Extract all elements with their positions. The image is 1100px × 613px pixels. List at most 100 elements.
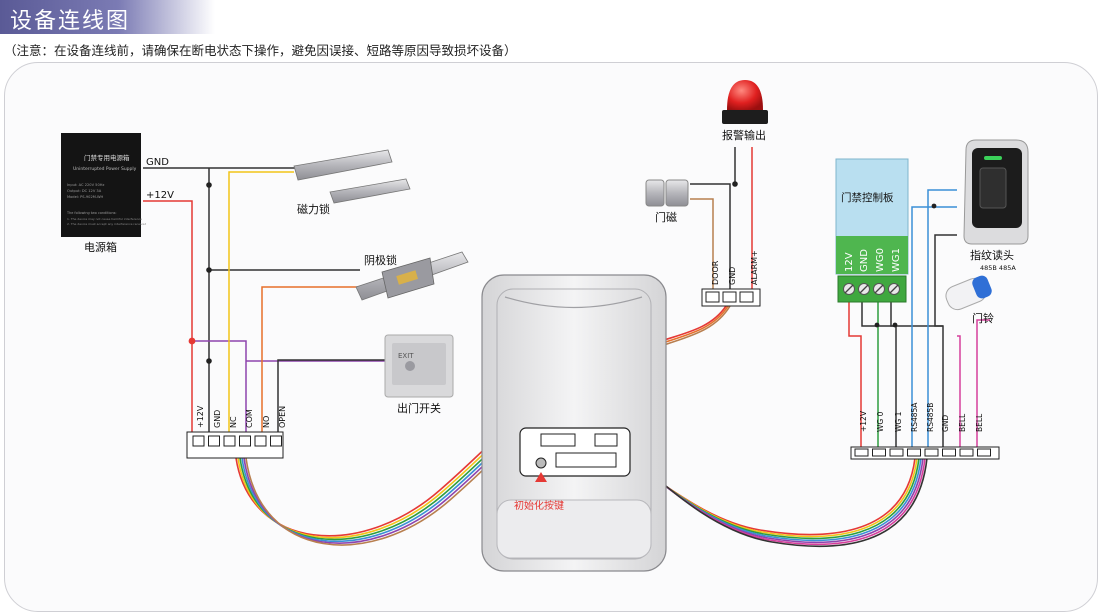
ctrl-term-wg0: WG0 xyxy=(875,248,886,272)
junction-dot xyxy=(931,203,937,209)
junction-dot xyxy=(188,337,196,345)
access-reader: 初始化按键 xyxy=(481,274,667,572)
strike-lock-latch xyxy=(396,270,419,285)
terminal-screw-slot xyxy=(844,284,854,294)
exit-button-face xyxy=(392,343,446,385)
doorbell: 门铃 xyxy=(945,275,994,325)
control-board-terminal-strip xyxy=(836,236,908,274)
mag-lock-label: 磁力锁 xyxy=(297,202,330,216)
wire-bell-b xyxy=(976,319,990,447)
warning-note: （注意：在设备连线前，请确保在断电状态下操作，避免因误接、短路等原因导致损坏设备… xyxy=(4,43,517,58)
wire-right-rs485b xyxy=(927,189,957,447)
connector-pin xyxy=(889,448,904,457)
strike-lock-label: 阴极锁 xyxy=(364,253,397,267)
door-sensor: 门磁 xyxy=(645,179,689,224)
conn-label-no: NO xyxy=(262,416,271,428)
connector-pin xyxy=(270,435,282,447)
ctrl-term-wg1: WG1 xyxy=(891,248,902,272)
alarm-dome xyxy=(727,80,763,110)
junction-dot xyxy=(206,267,212,273)
conn-label-com: COM xyxy=(245,409,254,428)
connector-pin xyxy=(722,291,737,303)
exit-button-circle xyxy=(405,361,415,371)
connector-left-pins xyxy=(192,435,282,447)
wire-right-gnd-ctrl xyxy=(861,302,944,447)
ctrl-term-gnd: GND xyxy=(859,249,870,272)
wire-bell-a xyxy=(957,335,961,447)
reader-inner xyxy=(496,288,652,560)
connector-left-block xyxy=(186,431,284,459)
terminal-screw-slot xyxy=(859,284,869,294)
conn-label-r-485a: RS485A xyxy=(910,402,919,432)
wire-nc-maglock xyxy=(228,171,294,432)
doorbell-label: 门铃 xyxy=(972,311,994,325)
connector-pin xyxy=(907,448,921,457)
wire-right-12v xyxy=(848,302,862,447)
connector-pin xyxy=(223,435,236,447)
conn-label-r-485b: RS485B xyxy=(926,403,935,432)
connector-pin xyxy=(942,448,956,457)
conn-label-r-bell1: BELL xyxy=(958,413,967,432)
wire-com-to-exit xyxy=(192,340,247,432)
connector-pin xyxy=(254,435,267,447)
conn-label-12v: +12V xyxy=(196,405,205,428)
reader-body xyxy=(481,274,667,572)
wire-open-exit xyxy=(277,359,390,432)
fingerprint-sensor xyxy=(979,167,1007,209)
connector-pin xyxy=(739,291,754,303)
conn-label-r-12v: +12V xyxy=(859,410,868,432)
fingerprint-led xyxy=(984,156,1002,160)
connector-pin xyxy=(705,291,720,303)
wire-no-strike xyxy=(261,286,362,432)
connector-pin xyxy=(872,448,886,457)
conn-label-alarm: ALARM+ xyxy=(750,250,759,285)
connector-pin xyxy=(959,448,974,457)
wire-door-sensor xyxy=(690,198,714,289)
reader-top-arc xyxy=(504,296,643,309)
junction-dots xyxy=(188,181,937,364)
connector-top-pins xyxy=(705,291,754,303)
conn-label-gnd: GND xyxy=(213,410,222,428)
mag-lock-plate xyxy=(329,178,411,204)
psu-spec: Input: AC 220V 50Hz xyxy=(67,183,104,187)
conn-label-door: DOOR xyxy=(711,260,720,285)
reset-key-arrow xyxy=(535,472,547,482)
wire-psu-12v xyxy=(143,200,193,432)
conn-label-r-wg0: WG 0 xyxy=(876,411,885,432)
junction-dot xyxy=(206,358,212,364)
connector-top-block xyxy=(701,288,761,307)
wire-right-gnd-fp xyxy=(934,234,957,327)
header-bar xyxy=(0,0,215,34)
magnetic-lock: 磁力锁 xyxy=(293,149,411,216)
ctrl-term-12v: 12V xyxy=(844,252,855,272)
psu-12v-label: +12V xyxy=(146,190,174,201)
right-connector-labels: +12V WG 0 WG 1 RS485A RS485B GND BELL BE… xyxy=(859,402,984,432)
terminal-screw-slot xyxy=(874,284,884,294)
junction-dot xyxy=(892,322,898,328)
reader-port-a xyxy=(540,433,576,447)
conn-label-r-wg1: WG 1 xyxy=(894,411,903,432)
fingerprint-reader: 指纹读头 485B 485A xyxy=(963,139,1029,272)
conn-label-top-gnd: GND xyxy=(728,267,737,285)
conn-label-r-gnd: GND xyxy=(941,415,950,432)
junction-dot xyxy=(732,181,738,187)
alarm: 报警输出 xyxy=(722,80,768,142)
doorbell-cap xyxy=(972,275,992,299)
strike-lock: 阴极锁 xyxy=(355,251,469,301)
exit-button-text: EXIT xyxy=(398,352,414,360)
reset-key-button xyxy=(535,457,547,469)
junction-dot xyxy=(206,182,212,188)
connector-right-block xyxy=(850,446,1000,460)
conn-label-r-bell2: BELL xyxy=(975,413,984,432)
alarm-label: 报警输出 xyxy=(722,128,766,142)
connector-pin xyxy=(854,448,869,457)
reader-port-c xyxy=(555,452,617,468)
junction-dot xyxy=(874,322,880,328)
conn-label-open: OPEN xyxy=(278,406,287,428)
reset-key-label: 初始化按键 xyxy=(514,499,564,512)
door-sensor-part-b xyxy=(665,179,689,207)
exit-button-label: 出门开关 xyxy=(397,401,441,415)
exit-button: EXIT 出门开关 xyxy=(384,334,454,415)
door-sensor-part-a xyxy=(645,179,665,207)
